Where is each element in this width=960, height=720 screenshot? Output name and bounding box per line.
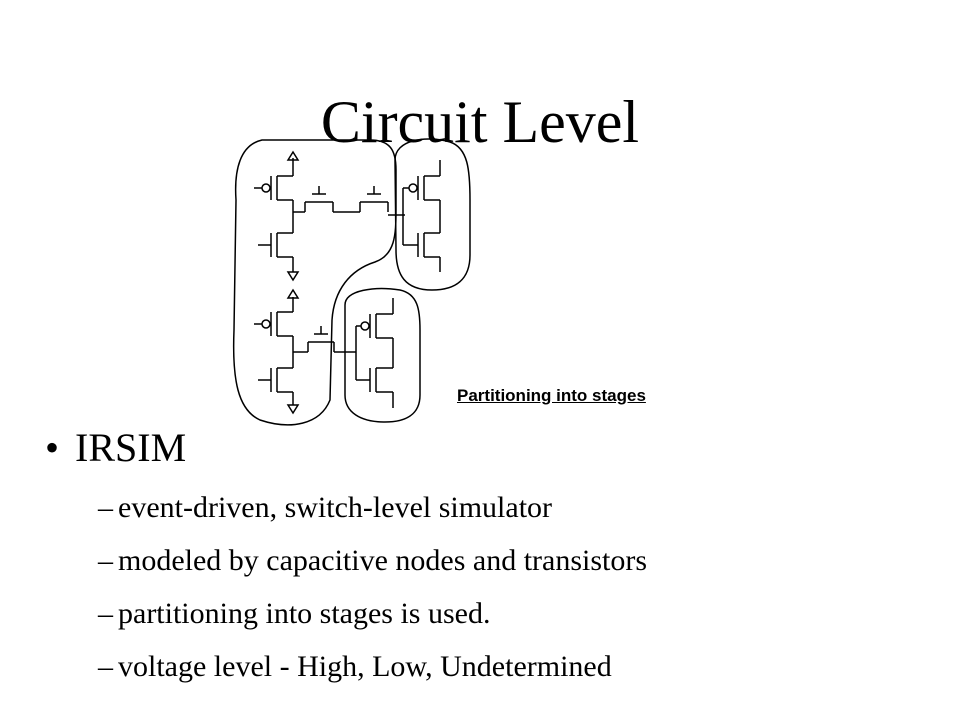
subbullet-item: –event-driven, switch-level simulator: [98, 490, 552, 526]
gnd-symbol: [286, 392, 300, 415]
subbullet-marker: –: [98, 650, 113, 683]
subbullet-marker: –: [98, 597, 113, 630]
nmos-transistor: [356, 367, 394, 408]
stage-outline-left: [232, 139, 397, 426]
pmos-transistor: [254, 175, 294, 201]
vdd-symbol: [286, 150, 300, 175]
subbullet-item: –modeled by capacitive nodes and transis…: [98, 543, 647, 579]
bullet-marker: •: [45, 425, 60, 470]
stage-outline-right-top: [394, 138, 471, 291]
stage-outline-right-bottom: [344, 287, 421, 423]
subbullet-text: partitioning into stages is used.: [118, 597, 491, 630]
vdd-symbol: [286, 288, 300, 312]
subbullet-text: voltage level - High, Low, Undetermined: [118, 650, 612, 683]
subbullet-marker: –: [98, 544, 113, 577]
pass-transistor: [307, 326, 335, 352]
subbullet-text: modeled by capacitive nodes and transist…: [118, 544, 648, 577]
subbullet-item: –partitioning into stages is used.: [98, 596, 490, 632]
pmos-transistor: [356, 298, 394, 339]
pass-transistor: [304, 186, 334, 212]
pmos-transistor: [403, 160, 441, 201]
diagram-caption: Partitioning into stages: [457, 386, 646, 405]
slide-title: Circuit Level: [320, 89, 640, 155]
subbullet-marker: –: [98, 491, 113, 524]
bullet-text: IRSIM: [75, 425, 187, 470]
nmos-transistor: [258, 232, 293, 258]
subbullet-item: –voltage level - High, Low, Undetermined: [98, 649, 612, 685]
nmos-transistor: [403, 232, 441, 272]
nmos-transistor: [258, 367, 293, 393]
pmos-transistor: [254, 311, 293, 337]
bullet-item: • IRSIM: [45, 424, 186, 472]
pass-transistor: [359, 186, 389, 212]
gnd-symbol: [286, 257, 300, 282]
subbullet-text: event-driven, switch-level simulator: [118, 491, 553, 524]
